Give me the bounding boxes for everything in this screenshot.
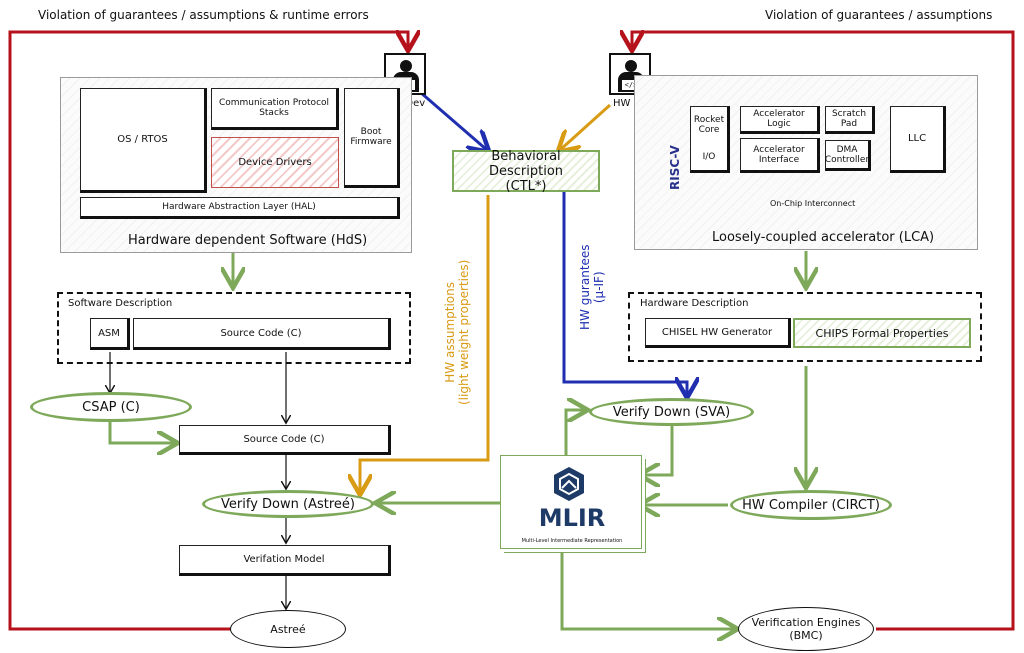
red-loop-left — [8, 32, 408, 631]
sw-dev-to-behavioral — [419, 90, 487, 150]
behavioral-line1: Behavioral Description — [488, 148, 564, 179]
boot-firmware-box: Boot Firmware — [344, 88, 400, 188]
mlir-to-verify-sva — [564, 410, 585, 463]
chips-formal-properties-box: CHIPS Formal Properties — [793, 318, 971, 348]
verify-sva-to-mlir — [642, 422, 674, 475]
interconnect-label: On-Chip Interconnect — [770, 199, 856, 208]
behavioral-description-box: Behavioral Description (CTL*) — [452, 148, 600, 194]
source-code-box: Source Code (C) — [133, 318, 391, 350]
csap-to-src2 — [108, 422, 175, 443]
software-description-title: Software Description — [68, 298, 173, 309]
mlir-box: MLIR Multi-Level Intermediate Representa… — [500, 455, 642, 549]
accelerator-logic-box: Accelerator Logic — [740, 106, 820, 134]
mlir-name: MLIR — [538, 504, 606, 532]
accelerator-interface-box: Accelerator Interface — [740, 138, 820, 173]
io-label: I/O — [702, 151, 716, 162]
hw-guarantees-line2: (μ-IF) — [592, 271, 606, 304]
mlir-to-engines — [560, 548, 735, 629]
red-loop-right — [632, 32, 1015, 631]
hw-guarantees-line1: HW gurantees — [578, 244, 592, 330]
hardware-description-frame — [628, 292, 982, 362]
scratch-pad-box: Scratch Pad — [825, 106, 875, 134]
riscv-logo: RISC-V — [668, 145, 682, 190]
hw-dev-label: HW Dev — [613, 98, 653, 109]
source-code-2-box: Source Code (C) — [179, 425, 391, 455]
right-violation-label: Violation of guarantees / assumptions — [765, 8, 993, 22]
lca-title: Loosely-coupled accelerator (LCA) — [712, 230, 935, 245]
hw-assumptions-line1: HW assumptions — [443, 282, 457, 383]
mlir-subtitle: Multi-Level Intermediate Representation — [521, 538, 623, 544]
csap-node: CSAP (C) — [30, 392, 192, 422]
hw-guarantees-line — [562, 190, 687, 395]
os-rtos-box: OS / RTOS — [80, 88, 207, 193]
asm-box: ASM — [90, 318, 130, 350]
verification-model-box: Verifation Model — [179, 545, 391, 576]
llc-box: LLC — [890, 106, 946, 173]
verify-down-astree-node: Verify Down (Astreé) — [202, 490, 374, 518]
rocket-core-box: Rocket Core I/O — [690, 106, 730, 173]
hal-box: Hardware Abstraction Layer (HAL) — [80, 197, 400, 219]
engines-line2: (BMC) — [789, 629, 823, 642]
verify-down-sva-node: Verify Down (SVA) — [589, 398, 754, 426]
dma-controller-box: DMA Controller — [825, 140, 871, 171]
hw-assumptions-line2: (light weight properties) — [457, 259, 471, 405]
hw-compiler-node: HW Compiler (CIRCT) — [730, 490, 892, 520]
hw-assumptions-annotation: HW assumptions (light weight properties) — [443, 260, 471, 405]
chisel-generator-box: CHISEL HW Generator — [645, 318, 791, 348]
device-drivers-box: Device Drivers — [211, 137, 339, 188]
comm-protocol-box: Communication Protocol Stacks — [211, 88, 339, 130]
hw-guarantees-annotation: HW gurantees (μ-IF) — [578, 244, 606, 330]
hardware-description-title: Hardware Description — [640, 298, 749, 309]
verification-engines-node: Verification Engines (BMC) — [738, 607, 874, 651]
mlir-logo-icon — [551, 466, 587, 502]
hds-title: Hardware dependent Software (HdS) — [128, 233, 368, 248]
hw-assumptions-line — [360, 195, 490, 492]
left-violation-label: Violation of guarantees / assumptions & … — [38, 8, 369, 22]
software-description-frame — [57, 292, 411, 364]
rocket-core-label: Rocket Core — [693, 115, 725, 136]
engines-line1: Verification Engines — [751, 616, 861, 629]
astree-node: Astreé — [230, 610, 346, 648]
behavioral-line2: (CTL*) — [505, 178, 547, 194]
hw-dev-to-behavioral — [560, 103, 612, 150]
